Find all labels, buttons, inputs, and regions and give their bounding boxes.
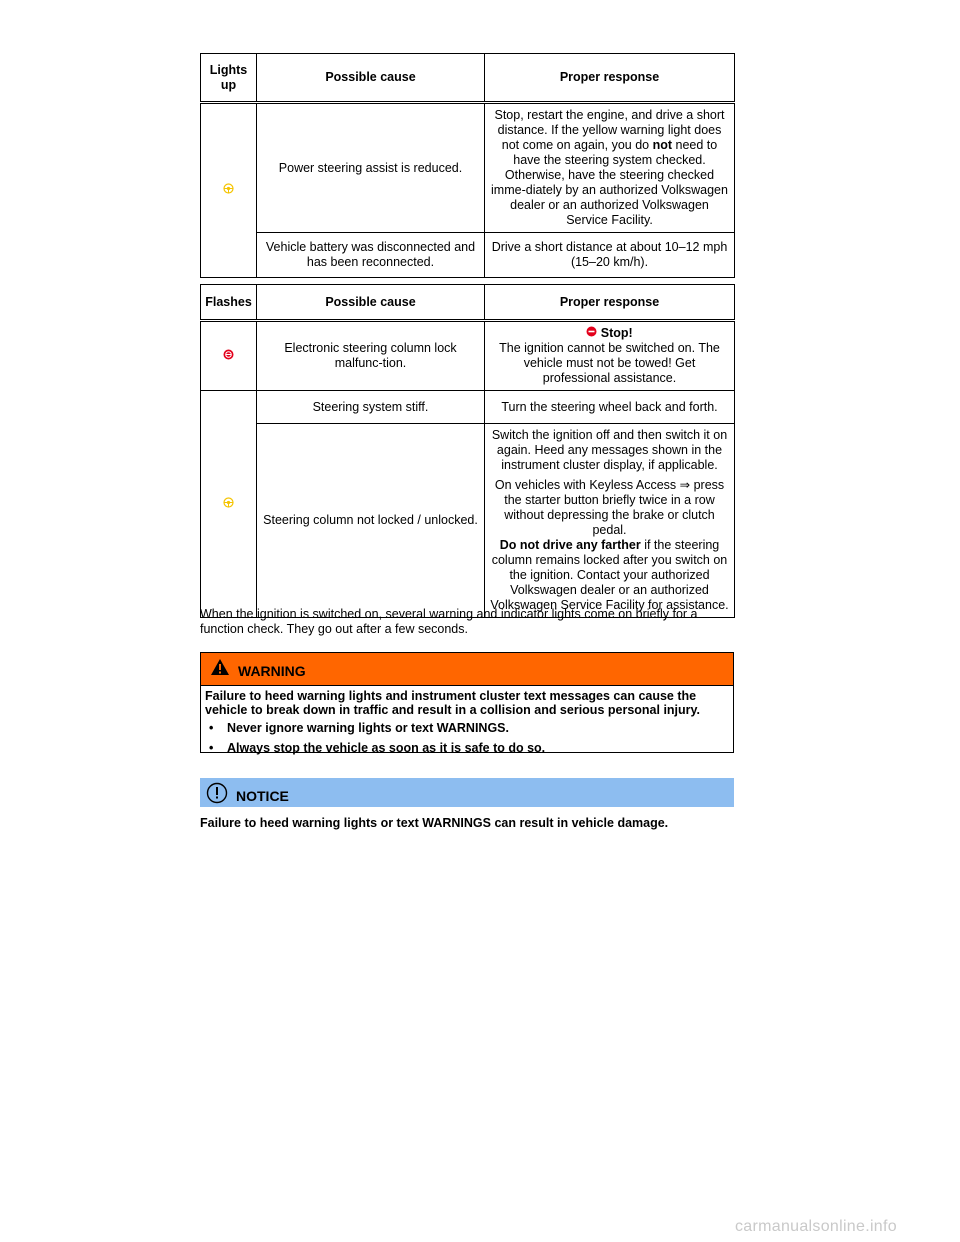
cause-cell: Vehicle battery was disconnected and has…	[256, 232, 485, 278]
response-cell: Stop, restart the engine, and drive a sh…	[484, 102, 735, 233]
warning-box: WARNING Failure to heed warning lights a…	[200, 652, 734, 755]
indicator-cell	[200, 390, 257, 619]
info-paragraph: When the ignition is switched on, severa…	[200, 607, 698, 636]
table-header-row: Lights up Possible cause Proper response	[200, 53, 735, 103]
table-row: Electronic steering column lock malfunc-…	[200, 319, 735, 392]
warning-title: WARNING	[238, 663, 306, 679]
notice-header: NOTICE	[200, 778, 734, 807]
steering-warning-yellow-icon	[223, 497, 234, 512]
table-header-row: Flashes Possible cause Proper response	[200, 284, 735, 321]
response-cell: Switch the ignition off and then switch …	[484, 423, 735, 619]
indicator-cell	[200, 102, 257, 278]
header-possible-cause: Possible cause	[256, 53, 485, 103]
header-flashes: Flashes	[200, 284, 257, 321]
header-proper-response: Proper response	[484, 284, 735, 321]
warning-triangle-icon	[210, 658, 230, 679]
table-row: Power steering assist is reduced. Stop, …	[200, 102, 735, 278]
cause-cell: Electronic steering column lock malfunc-…	[256, 319, 485, 392]
cause-cell: Steering column not locked / unlocked.	[256, 423, 485, 619]
notice-text: Failure to heed warning lights or text W…	[200, 816, 669, 830]
table-row: Steering system stiff. Turn the steering…	[200, 390, 735, 619]
header-possible-cause: Possible cause	[256, 284, 485, 321]
table-row: Steering column not locked / unlocked. S…	[201, 423, 735, 619]
cause-cell: Steering system stiff.	[256, 390, 485, 425]
warning-list: •Never ignore warning lights or text WAR…	[205, 721, 729, 755]
flashes-table: Flashes Possible cause Proper response E…	[200, 284, 735, 619]
table-row: Vehicle battery was disconnected and has…	[201, 232, 735, 278]
steering-warning-red-icon	[223, 349, 234, 364]
stop-label: Stop!	[600, 326, 633, 340]
list-item: •Always stop the vehicle as soon as it i…	[209, 741, 546, 755]
list-item: •Never ignore warning lights or text WAR…	[209, 721, 509, 735]
response-cell: Stop! The ignition cannot be switched on…	[484, 319, 735, 392]
watermark: carmanualsonline.info	[735, 1218, 897, 1235]
warning-text: Failure to heed warning lights and instr…	[205, 689, 701, 717]
header-lights-up: Lights up	[200, 53, 257, 103]
response-cell: Turn the steering wheel back and forth.	[484, 390, 735, 425]
response-cell: Drive a short distance at about 10–12 mp…	[484, 232, 735, 278]
warning-body: Failure to heed warning lights and instr…	[201, 686, 733, 764]
lights-up-table: Lights up Possible cause Proper response…	[200, 53, 735, 278]
steering-warning-yellow-icon	[223, 183, 234, 198]
cause-cell: Power steering assist is reduced.	[256, 102, 485, 233]
stop-icon	[586, 326, 597, 341]
header-proper-response: Proper response	[484, 53, 735, 103]
indicator-cell	[200, 319, 257, 392]
notice-title: NOTICE	[236, 788, 289, 804]
warning-header: WARNING	[201, 653, 733, 686]
notice-circle-icon	[206, 782, 228, 807]
